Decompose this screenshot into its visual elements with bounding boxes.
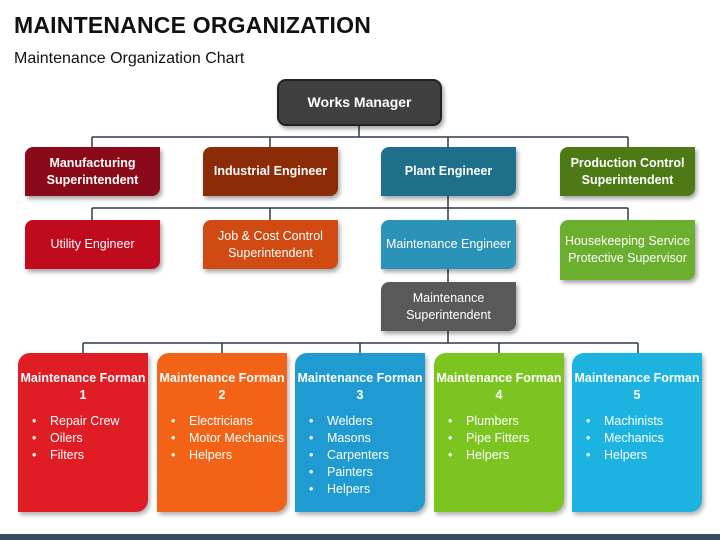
bullet-icon: • <box>171 431 176 445</box>
forman-3-card: Maintenance Forman 3 •Welders •Masons •C… <box>295 353 425 512</box>
manufacturing-superintendent-label: Manufacturing Superintendent <box>46 155 139 187</box>
bullet-icon: • <box>32 448 37 462</box>
list-item: •Carpenters <box>309 448 389 462</box>
list-item: •Helpers <box>309 482 371 496</box>
manufacturing-superintendent-box: Manufacturing Superintendent <box>25 147 160 196</box>
bullet-icon: • <box>171 414 176 428</box>
bullet-icon: • <box>309 465 314 479</box>
forman-5-list: •Machinists •Mechanics •Helpers <box>572 413 702 464</box>
forman-5-card: Maintenance Forman 5 •Machinists •Mechan… <box>572 353 702 512</box>
plant-engineer-box: Plant Engineer <box>381 147 516 196</box>
bullet-icon: • <box>309 482 314 496</box>
forman-4-title: Maintenance Forman 4 <box>436 371 562 402</box>
forman-4-list: •Plumbers •Pipe Fitters •Helpers <box>434 413 564 464</box>
forman-2-title: Maintenance Forman 2 <box>159 371 285 402</box>
forman-1-list: •Repair Crew •Oilers •Filters <box>18 413 148 464</box>
bullet-icon: • <box>309 414 314 428</box>
bullet-icon: • <box>171 448 176 462</box>
industrial-engineer-box: Industrial Engineer <box>203 147 338 196</box>
forman-3-title: Maintenance Forman 3 <box>297 371 423 402</box>
list-item: •Pipe Fitters <box>448 431 530 445</box>
maintenance-superintendent-box: Maintenance Superintendent <box>381 282 516 331</box>
forman-2-card: Maintenance Forman 2 •Electricians •Moto… <box>157 353 287 512</box>
production-control-superintendent-box: Production Control Superintendent <box>560 147 695 196</box>
works-manager-label: Works Manager <box>307 94 412 110</box>
bullet-icon: • <box>586 414 591 428</box>
list-item: •Motor Mechanics <box>171 431 285 445</box>
housekeeping-supervisor-box: Housekeeping Service Protective Supervis… <box>560 220 695 280</box>
forman-2-list: •Electricians •Motor Mechanics •Helpers <box>157 413 287 464</box>
list-item: •Machinists <box>586 414 664 428</box>
housekeeping-supervisor-label: Housekeeping Service Protective Supervis… <box>564 234 691 265</box>
page-title: MAINTENANCE ORGANIZATION <box>14 12 372 38</box>
list-item: •Repair Crew <box>32 414 120 428</box>
list-item: •Welders <box>309 414 373 428</box>
maintenance-superintendent-label: Maintenance Superintendent <box>406 290 491 322</box>
list-item: •Mechanics <box>586 431 664 445</box>
utility-engineer-box: Utility Engineer <box>25 220 160 269</box>
forman-1-title: Maintenance Forman 1 <box>20 371 146 402</box>
maintenance-engineer-label: Maintenance Engineer <box>385 237 512 251</box>
list-item: •Painters <box>309 465 373 479</box>
maintenance-engineer-box: Maintenance Engineer <box>381 220 516 269</box>
utility-engineer-label: Utility Engineer <box>50 237 135 251</box>
bullet-icon: • <box>448 431 453 445</box>
bullet-icon: • <box>32 431 37 445</box>
bullet-icon: • <box>586 448 591 462</box>
plant-engineer-label: Plant Engineer <box>404 164 493 178</box>
forman-3-list: •Welders •Masons •Carpenters •Painters •… <box>295 413 425 498</box>
list-item: •Helpers <box>448 448 510 462</box>
bullet-icon: • <box>32 414 37 428</box>
industrial-engineer-label: Industrial Engineer <box>213 164 328 178</box>
bullet-icon: • <box>448 448 453 462</box>
bullet-icon: • <box>448 414 453 428</box>
list-item: •Plumbers <box>448 414 519 428</box>
list-item: •Electricians <box>171 414 253 428</box>
list-item: •Helpers <box>586 448 648 462</box>
forman-1-card: Maintenance Forman 1 •Repair Crew •Oiler… <box>18 353 148 512</box>
footer-bar <box>0 534 720 540</box>
page-subtitle: Maintenance Organization Chart <box>14 50 245 67</box>
list-item: •Filters <box>32 448 85 462</box>
forman-4-card: Maintenance Forman 4 •Plumbers •Pipe Fit… <box>434 353 564 512</box>
bullet-icon: • <box>309 431 314 445</box>
list-item: •Oilers <box>32 431 83 445</box>
bullet-icon: • <box>309 448 314 462</box>
job-cost-control-label: Job & Cost Control Superintendent <box>218 228 323 260</box>
forman-5-title: Maintenance Forman 5 <box>574 371 700 402</box>
list-item: •Masons <box>309 431 371 445</box>
bullet-icon: • <box>586 431 591 445</box>
list-item: •Helpers <box>171 448 233 462</box>
works-manager-box: Works Manager <box>277 79 442 126</box>
job-cost-control-box: Job & Cost Control Superintendent <box>203 220 338 269</box>
production-control-superintendent-label: Production Control Superintendent <box>570 155 685 187</box>
